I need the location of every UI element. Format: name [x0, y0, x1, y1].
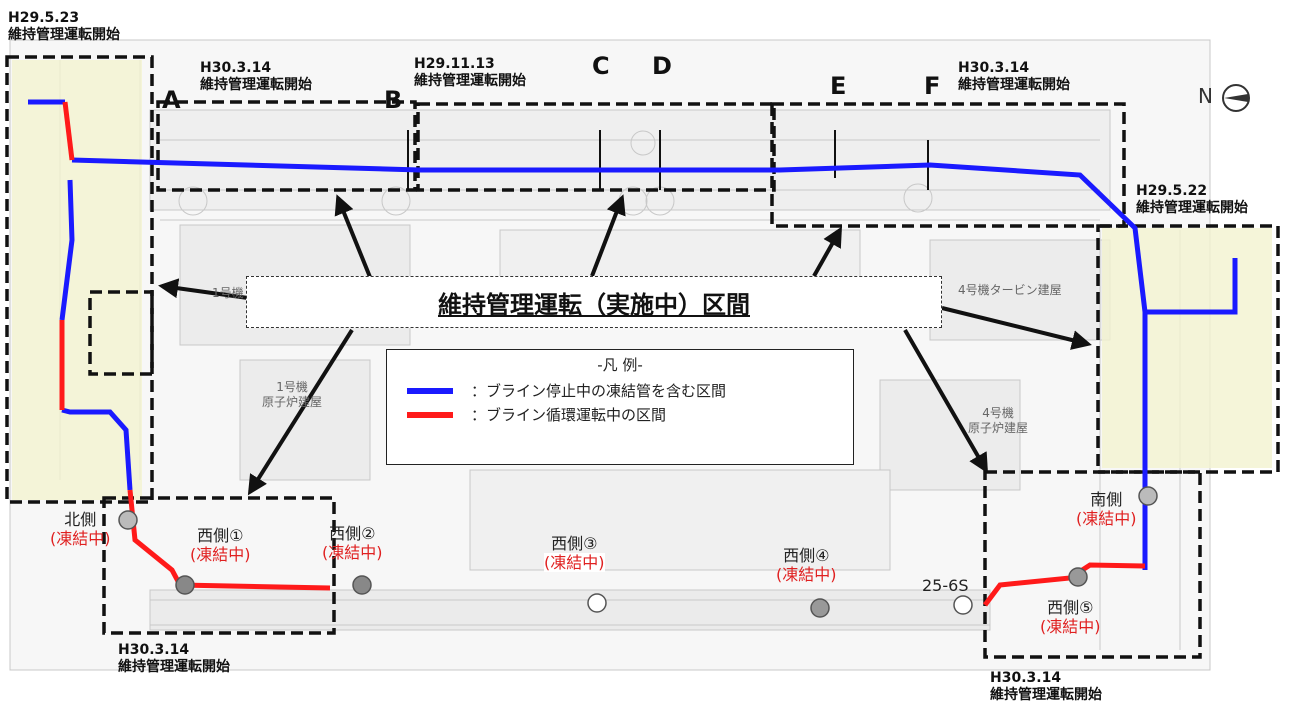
pointer-arrows: [158, 194, 1092, 496]
point-label-west-1: 西側① (凍結中): [190, 526, 251, 564]
point-status: (凍結中): [190, 545, 251, 564]
annotation-date: H30.3.14: [958, 60, 1030, 76]
annotation-date: H30.3.14: [200, 60, 272, 76]
point-label-west-2: 西側② (凍結中): [322, 524, 383, 562]
point-status: (凍結中): [1040, 617, 1101, 636]
annotation-h30-3-14-south: H30.3.14 維持管理運転開始: [990, 670, 1102, 704]
annotation-h29-5-23: H29.5.23 維持管理運転開始: [8, 10, 120, 44]
point-status: (凍結中): [544, 553, 605, 572]
legend-item-brine-circulating: ：ブライン循環運転中の区間: [407, 404, 666, 425]
maintenance-section-banner: 維持管理運転（実施中）区間: [246, 276, 942, 328]
point-status: (凍結中): [50, 529, 111, 548]
legend-item-brine-stopped: ：ブライン停止中の凍結管を含む区間: [407, 380, 726, 401]
legend-swatch-blue: [407, 387, 453, 394]
point-name: 西側④: [783, 546, 830, 565]
point-label-south: 南側 (凍結中): [1076, 490, 1137, 528]
section-label-d: D: [652, 52, 672, 80]
legend-title: -凡 例-: [597, 356, 643, 374]
annotation-date: H29.5.23: [8, 10, 80, 26]
annotation-text: 維持管理運転開始: [1136, 200, 1248, 216]
section-label-b: B: [384, 86, 403, 114]
brine-stopped-line-south-branch: [1145, 258, 1238, 315]
point-name: 西側③: [551, 534, 598, 553]
annotation-date: H29.11.13: [414, 56, 495, 72]
annotation-text: 維持管理運転開始: [958, 77, 1070, 93]
point-label-west-5: 西側⑤ (凍結中): [1040, 598, 1101, 636]
point-label-north: 北側 (凍結中): [50, 510, 111, 548]
point-label-25-6s: 25-6S: [922, 576, 969, 595]
section-label-e: E: [830, 72, 847, 100]
section-label-a: A: [162, 86, 181, 114]
annotation-text: 維持管理運転開始: [8, 27, 120, 43]
point-name: 西側⑤: [1047, 598, 1094, 617]
annotation-h29-11-13: H29.11.13 維持管理運転開始: [414, 56, 526, 90]
annotation-h29-5-22: H29.5.22 維持管理運転開始: [1136, 183, 1248, 217]
legend: -凡 例- ：ブライン停止中の凍結管を含む区間 ：ブライン循環運転中の区間: [386, 349, 854, 465]
annotation-text: 維持管理運転開始: [990, 687, 1102, 703]
point-name: 西側②: [329, 524, 376, 543]
legend-swatch-red: [407, 411, 453, 418]
point-name: 北側: [64, 510, 97, 529]
building-label-unit1: 1号機: [212, 286, 244, 300]
point-status: (凍結中): [322, 543, 383, 562]
point-status: (凍結中): [776, 565, 837, 584]
building-label-unit1-reactor: 1号機 原子炉建屋: [262, 380, 323, 409]
section-label-f: F: [924, 72, 941, 100]
annotation-text: 維持管理運転開始: [200, 77, 312, 93]
annotation-date: H30.3.14: [118, 642, 190, 658]
point-label-west-3: 西側③ (凍結中): [544, 534, 605, 572]
highlight-area-north: [12, 60, 142, 500]
annotation-h30-3-14-a: H30.3.14 維持管理運転開始: [200, 60, 312, 94]
annotation-text: 維持管理運転開始: [414, 73, 526, 89]
point-name: 南側: [1090, 490, 1123, 509]
section-label-c: C: [592, 52, 610, 80]
annotation-h30-3-14-ef: H30.3.14 維持管理運転開始: [958, 60, 1070, 94]
legend-label: ：ブライン循環運転中の区間: [471, 406, 667, 424]
building-label-unit4-reactor: 4号機 原子炉建屋: [968, 406, 1029, 435]
point-label-west-4: 西側④ (凍結中): [776, 546, 837, 584]
point-name: 西側①: [197, 526, 244, 545]
highlight-area-south: [1102, 228, 1272, 468]
brine-stopped-line-north: [71, 157, 1148, 570]
legend-label: ：ブライン停止中の凍結管を含む区間: [471, 382, 727, 400]
point-status: (凍結中): [1076, 509, 1137, 528]
brine-stopped-line-west-lower: [61, 407, 133, 491]
brine-stopped-line-west: [59, 179, 75, 321]
annotation-date: H30.3.14: [990, 670, 1062, 686]
annotation-text: 維持管理運転開始: [118, 659, 230, 675]
annotation-date: H29.5.22: [1136, 183, 1208, 199]
section-boxes: [5, 55, 1280, 659]
monitoring-points: [118, 486, 1158, 618]
building-label-unit4-turbine: 4号機タービン建屋: [958, 283, 1062, 297]
compass-icon: [1222, 84, 1250, 112]
brine-circulating-line-north: [62, 101, 75, 161]
annotation-h30-3-14-west: H30.3.14 維持管理運転開始: [118, 642, 230, 676]
north-label: N: [1198, 84, 1213, 108]
